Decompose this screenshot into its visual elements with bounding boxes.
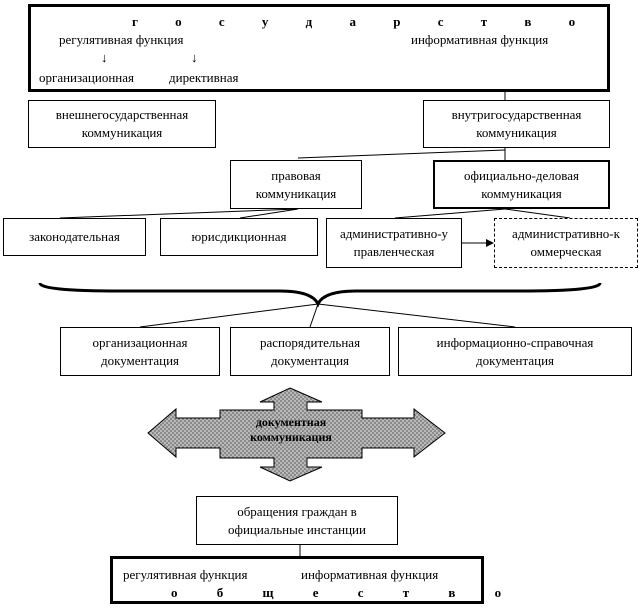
- admin-commercial-box: административно-коммерческая: [494, 218, 638, 268]
- official-communication-box: официально-деловая коммуникация: [433, 160, 610, 209]
- connector-line: [394, 208, 506, 219]
- connector-line: [309, 303, 319, 328]
- legislative-box: законодательная: [3, 218, 146, 256]
- connector-line: [297, 149, 506, 159]
- regulative-function-label: регулятивная функция: [59, 32, 184, 47]
- info-reference-documentation-label: информационно-справочная документация: [436, 334, 594, 368]
- legal-communication-label: правовая коммуникация: [255, 167, 337, 201]
- jurisdictional-box: юрисдикционная: [160, 218, 318, 256]
- citizen-appeals-box: обращения граждан в официальные инстанци…: [196, 496, 398, 545]
- organizational-documentation-label: организационная документация: [92, 334, 188, 368]
- society-box: регулятивная функция информативная функц…: [110, 556, 501, 604]
- regulative-function-label: регулятивная функция: [123, 567, 248, 582]
- admin-managerial-label: административно-управленческая: [339, 226, 449, 259]
- four-way-arrow-icon: [147, 387, 446, 482]
- arrow-down-icon: ↓: [101, 50, 108, 65]
- citizen-appeals-label: обращения граждан в официальные инстанци…: [228, 503, 366, 537]
- directive-documentation-label: распорядительная документация: [259, 334, 361, 368]
- internal-communication-box: внутригосударственная коммуникация: [423, 100, 610, 148]
- state-title: г о с у д а р с т в о: [132, 14, 586, 29]
- arrowhead-icon: [486, 239, 494, 247]
- legislative-label: законодательная: [29, 229, 120, 244]
- directive-label: директивная: [169, 70, 239, 85]
- informative-function-label: информативная функция: [411, 32, 549, 47]
- organizational-label: организационная: [39, 70, 134, 85]
- curly-brace: [38, 282, 602, 308]
- connector-line: [139, 303, 319, 328]
- legal-communication-box: правовая коммуникация: [230, 160, 362, 209]
- arrow-down-icon: ↓: [191, 50, 198, 65]
- external-communication-label: внешнегосударственная коммуникация: [55, 107, 189, 140]
- connector-line: [317, 303, 516, 328]
- external-communication-box: внешнегосударственная коммуникация: [28, 100, 216, 148]
- official-communication-label: официально-деловая коммуникация: [464, 167, 579, 201]
- organizational-documentation-box: организационная документация: [60, 327, 220, 376]
- informative-function-label: информативная функция: [301, 567, 439, 582]
- document-communication-label: документная коммуникация: [250, 415, 332, 444]
- connector-line: [239, 208, 299, 219]
- connector-line: [504, 208, 571, 219]
- connector-line: [59, 208, 299, 219]
- directive-documentation-box: распорядительная документация: [230, 327, 390, 376]
- jurisdictional-label: юрисдикционная: [191, 229, 287, 244]
- info-reference-documentation-box: информационно-справочная документация: [398, 327, 632, 376]
- internal-communication-label: внутригосударственная коммуникация: [451, 107, 582, 140]
- society-title: о б щ е с т в о: [171, 585, 512, 600]
- admin-managerial-box: административно-управленческая: [326, 218, 462, 268]
- admin-commercial-label: административно-коммерческая: [512, 226, 620, 259]
- state-box: г о с у д а р с т в о регулятивная функц…: [28, 4, 610, 92]
